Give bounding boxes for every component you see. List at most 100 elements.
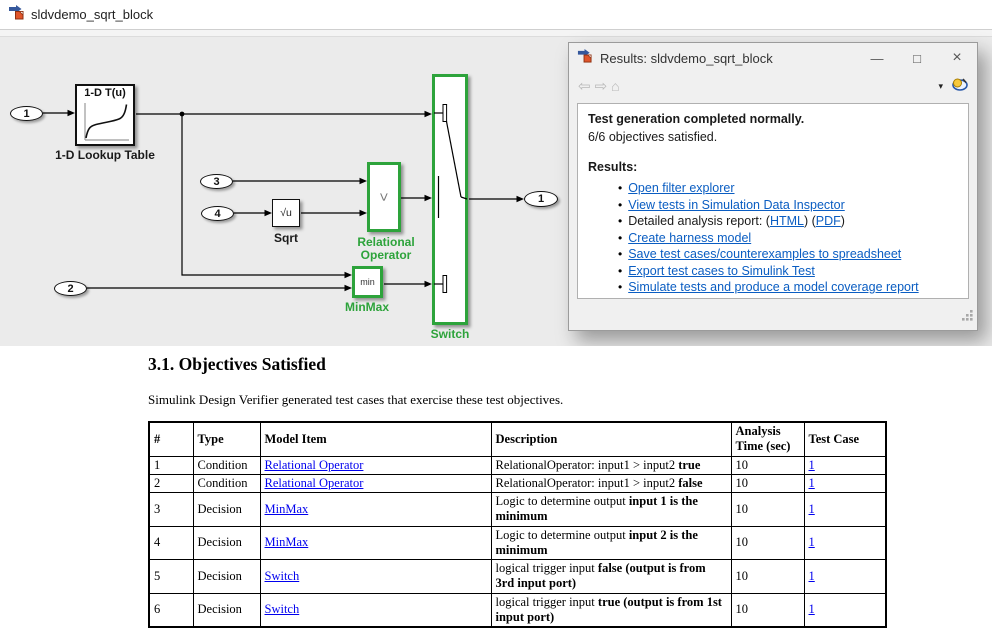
report-intro: Simulink Design Verifier generated test … [148,392,992,408]
list-item: Create harness model [618,232,958,245]
cell-type: Condition [193,456,260,474]
list-item: Save test cases/counterexamples to sprea… [618,248,958,261]
col-test-case: Test Case [804,422,886,456]
cell-model-item: Switch [260,593,491,627]
block-minmax[interactable]: min [352,266,383,298]
lookup-table-label: 1-D Lookup Table [55,148,155,162]
results-dialog-content: Test generation completed normally. 6/6 … [577,103,969,299]
open-filter-explorer-link[interactable]: Open filter explorer [628,181,734,195]
cell-time: 10 [731,493,804,527]
cell-time: 10 [731,526,804,560]
test-case-link[interactable]: 1 [809,535,815,549]
inport-2[interactable]: 2 [54,281,87,296]
highlight-in-model-icon[interactable] [951,77,968,96]
cell-description: Logic to determine output input 2 is the… [491,526,731,560]
canvas-top-strip [0,30,992,37]
cell-model-item: MinMax [260,526,491,560]
lookup-table-title: 1-D T(u) [77,87,133,99]
detailed-report-text: ) ( [804,214,816,228]
sqrt-label: Sqrt [274,231,298,245]
block-relational-operator[interactable]: > [367,162,401,232]
cell-num: 6 [149,593,193,627]
cell-num: 3 [149,493,193,527]
table-row: 2 Condition Relational Operator Relation… [149,474,886,492]
detailed-report-text: ) [841,214,845,228]
status-headline: Test generation completed normally. [588,112,958,126]
objectives-table: # Type Model Item Description Analysis T… [148,421,887,628]
cell-description: logical trigger input true (output is fr… [491,593,731,627]
cell-type: Decision [193,493,260,527]
save-testcases-link[interactable]: Save test cases/counterexamples to sprea… [628,247,901,261]
cell-num: 2 [149,474,193,492]
close-button[interactable]: × [937,44,977,73]
col-num: # [149,422,193,456]
cell-type: Decision [193,560,260,594]
results-link-list: Open filter explorer View tests in Simul… [588,182,958,294]
block-switch[interactable] [432,74,468,325]
test-case-link[interactable]: 1 [809,502,815,516]
results-dialog-titlebar[interactable]: Results: sldvdemo_sqrt_block — □ × [569,43,977,73]
table-header-row: # Type Model Item Description Analysis T… [149,422,886,456]
list-item: Open filter explorer [618,182,958,195]
cell-model-item: MinMax [260,493,491,527]
col-model-item: Model Item [260,422,491,456]
model-item-link[interactable]: Relational Operator [265,458,364,472]
test-case-link[interactable]: 1 [809,476,815,490]
table-row: 3 Decision MinMax Logic to determine out… [149,493,886,527]
simulink-model-icon [8,4,24,25]
test-case-link[interactable]: 1 [809,569,815,583]
html-report-link[interactable]: HTML [770,214,804,228]
col-description: Description [491,422,731,456]
cell-type: Condition [193,474,260,492]
list-item: Simulate tests and produce a model cover… [618,281,958,294]
model-item-link[interactable]: Relational Operator [265,476,364,490]
test-case-link[interactable]: 1 [809,458,815,472]
report-section: 3.1. Objectives Satisfied Simulink Desig… [0,346,992,625]
view-tests-sdi-link[interactable]: View tests in Simulation Data Inspector [628,198,845,212]
inport-1[interactable]: 1 [10,106,43,121]
detailed-report-text: Detailed analysis report: ( [628,214,770,228]
create-harness-link[interactable]: Create harness model [628,231,751,245]
dropdown-arrow-icon[interactable]: ▾ [938,81,943,92]
back-icon[interactable]: ⇦ [578,79,591,94]
block-lookup-table[interactable]: 1-D T(u) [75,84,135,146]
relational-operator-label: Relational Operator [340,236,432,262]
model-item-link[interactable]: Switch [265,602,300,616]
cell-num: 1 [149,456,193,474]
home-icon[interactable]: ⌂ [611,79,619,93]
cell-time: 10 [731,456,804,474]
model-item-link[interactable]: Switch [265,569,300,583]
report-heading: 3.1. Objectives Satisfied [148,354,992,375]
pdf-report-link[interactable]: PDF [816,214,841,228]
export-simulink-test-link[interactable]: Export test cases to Simulink Test [628,264,815,278]
cell-test-case: 1 [804,560,886,594]
cell-time: 10 [731,593,804,627]
resize-grip[interactable] [961,309,974,327]
list-item: View tests in Simulation Data Inspector [618,199,958,212]
minmax-symbol: min [355,269,380,295]
table-row: 4 Decision MinMax Logic to determine out… [149,526,886,560]
outport-1[interactable]: 1 [524,191,558,207]
cell-model-item: Relational Operator [260,456,491,474]
cell-time: 10 [731,474,804,492]
model-item-link[interactable]: MinMax [265,535,309,549]
cell-test-case: 1 [804,593,886,627]
test-case-link[interactable]: 1 [809,602,815,616]
list-item: Detailed analysis report: (HTML) (PDF) [618,215,958,228]
model-item-link[interactable]: MinMax [265,502,309,516]
model-tab[interactable]: sldvdemo_sqrt_block [8,0,167,29]
simulate-coverage-link[interactable]: Simulate tests and produce a model cover… [628,280,918,294]
minimize-button[interactable]: — [857,44,897,73]
model-tab-title: sldvdemo_sqrt_block [31,7,153,22]
cell-num: 4 [149,526,193,560]
status-objectives: 6/6 objectives satisfied. [588,130,958,144]
maximize-button[interactable]: □ [897,44,937,73]
forward-icon[interactable]: ⇨ [595,79,608,94]
inport-3[interactable]: 3 [200,174,233,189]
lookup-curve-icon [78,101,132,143]
block-sqrt[interactable]: √u [272,199,300,227]
table-row: 6 Decision Switch logical trigger input … [149,593,886,627]
inport-4[interactable]: 4 [201,206,234,221]
list-item: Export test cases to Simulink Test [618,265,958,278]
results-section-label: Results: [588,160,958,174]
